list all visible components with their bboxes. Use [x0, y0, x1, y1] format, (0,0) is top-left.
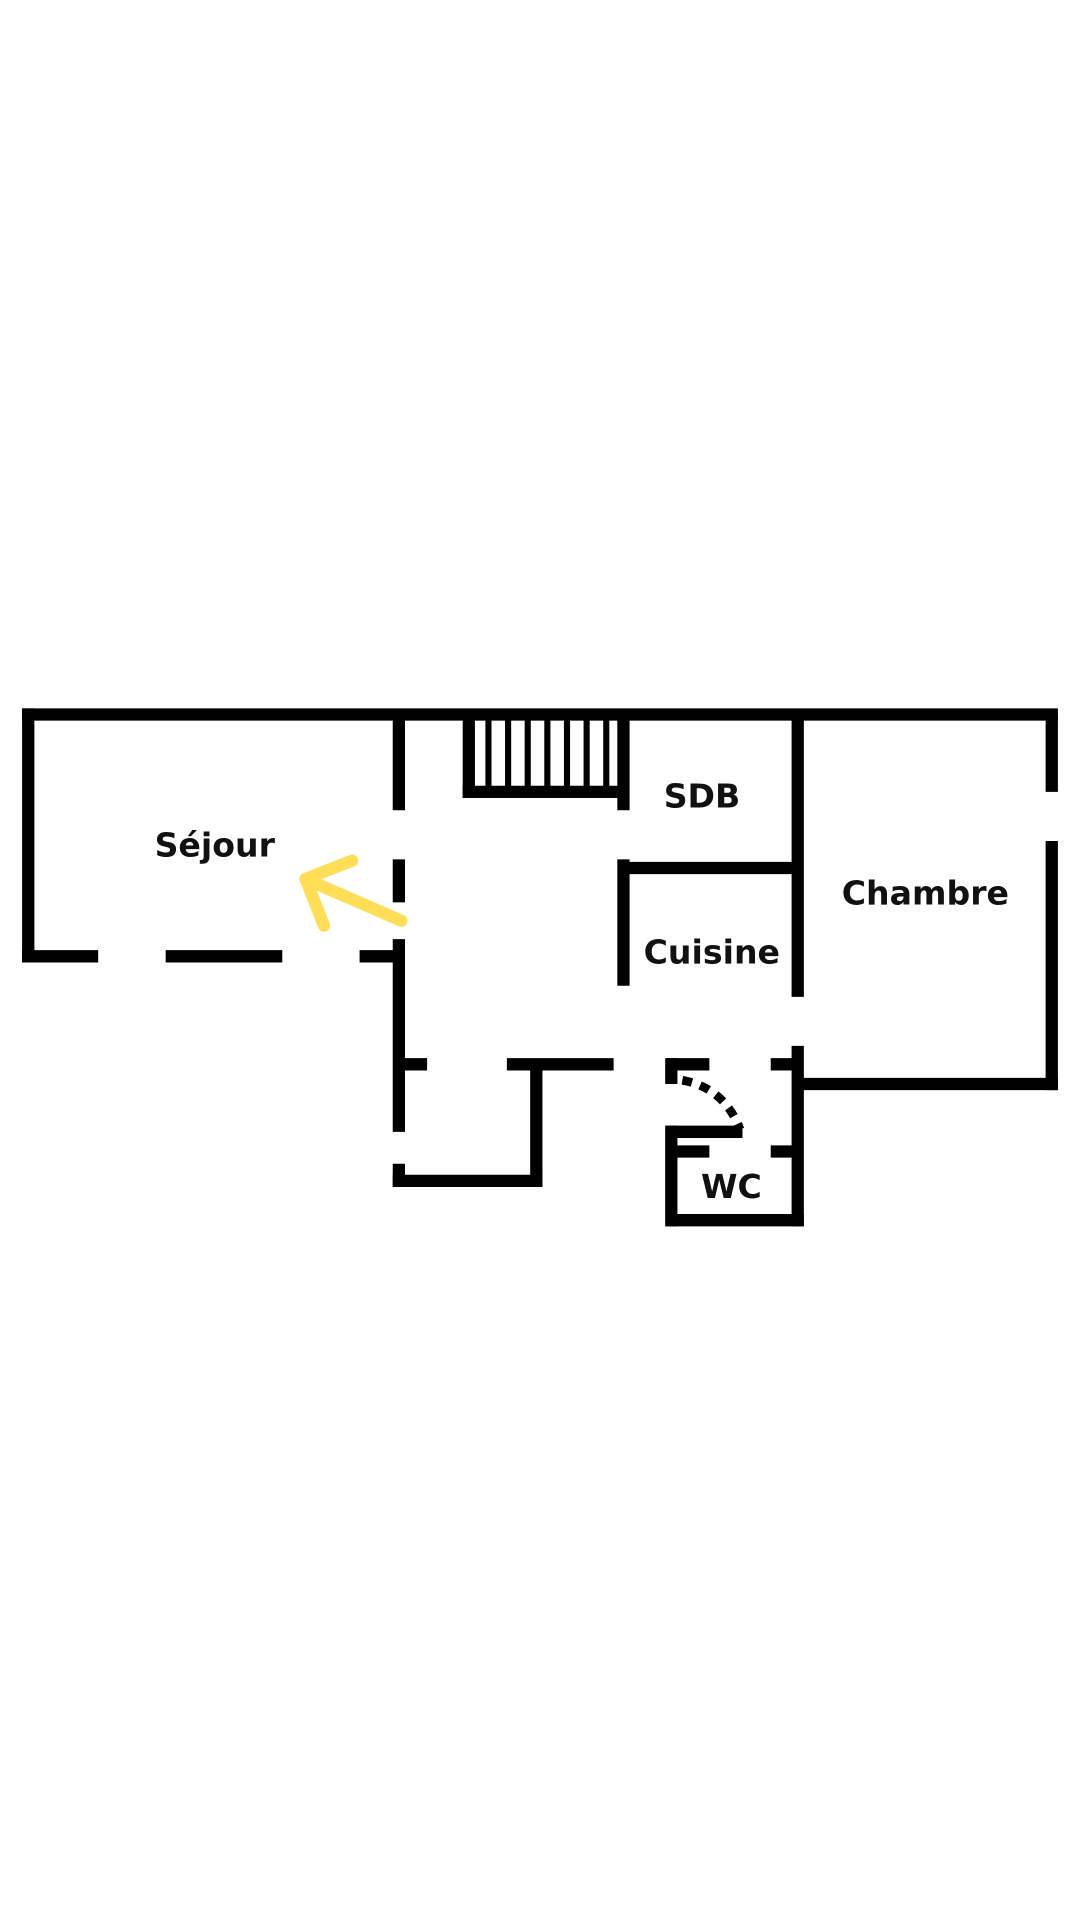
- room-label-cuisine: Cuisine: [644, 932, 780, 971]
- room-label-wc: WC: [701, 1167, 762, 1206]
- wc-door-swing: [681, 1076, 745, 1131]
- walls: [22, 708, 1058, 1227]
- stair-treads: [485, 719, 610, 789]
- room-label-chambre: Chambre: [842, 873, 1009, 912]
- room-label-sejour: Séjour: [155, 826, 276, 865]
- direction-arrow-icon: [299, 854, 408, 932]
- room-label-sdb: SDB: [664, 777, 741, 816]
